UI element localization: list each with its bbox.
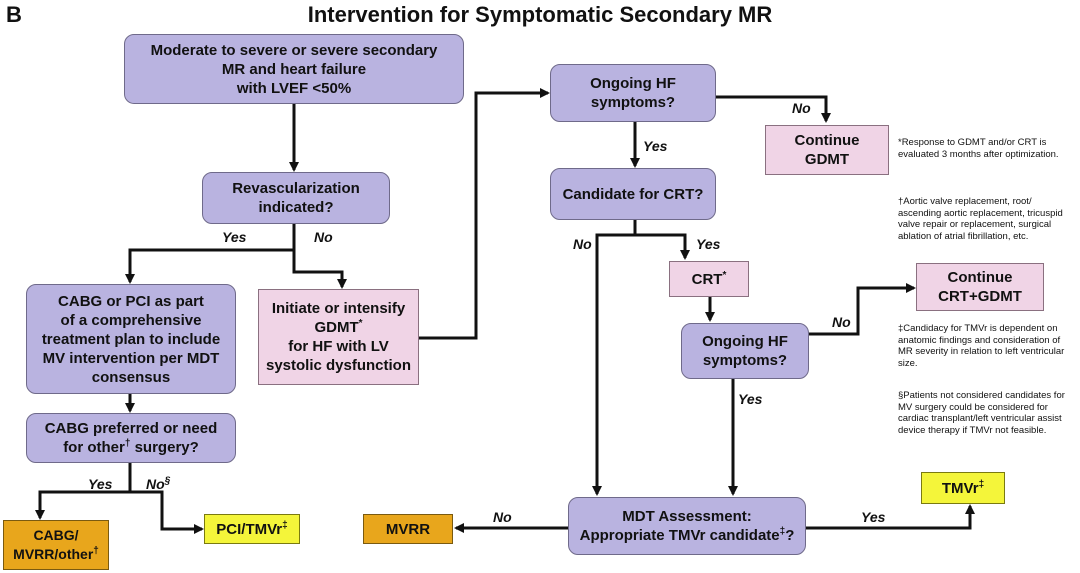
tmvr-box: TMVr‡ [921, 472, 1005, 504]
label-crt-yes: Yes [696, 236, 721, 252]
note-ddagger: ‡Candidacy for TMVr is dependent on anat… [898, 323, 1065, 369]
label-ongoing1-yes: Yes [643, 138, 668, 154]
label-revasc-yes: Yes [222, 229, 247, 245]
label-ongoing2-yes: Yes [738, 391, 763, 407]
continue-gdmt-box: Continue GDMT [765, 125, 889, 175]
note-section: §Patients not considered candidates for … [898, 390, 1065, 436]
arrow-ongoing1-no [716, 95, 831, 123]
arrow-pref-yes [35, 462, 132, 520]
pci-tmvr-box: PCI/TMVr‡ [204, 514, 300, 544]
arrow-crt-yes [635, 233, 690, 260]
label-pref-no: No§ [146, 475, 171, 492]
label-ongoing2-no: No [832, 314, 851, 330]
arrow-revasc-yes [125, 223, 296, 284]
candidate-crt-box: Candidate for CRT? [550, 168, 716, 220]
arrow-initiate-to-ongoing1 [419, 88, 550, 340]
note-star: *Response to GDMT and/or CRT is evaluate… [898, 137, 1059, 160]
note-dagger: †Aortic valve replacement, root/ ascendi… [898, 196, 1063, 242]
label-ongoing1-no: No [792, 100, 811, 116]
label-mdt-no: No [493, 509, 512, 525]
label-revasc-no: No [314, 229, 333, 245]
crt-box: CRT* [669, 261, 749, 297]
cabg-mvrr-box: CABG/MVRR/other† [3, 520, 109, 570]
arrow-crt-no [592, 220, 637, 496]
mvrr-box: MVRR [363, 514, 453, 544]
arrow-pref-no [130, 490, 204, 534]
panel-label: B [6, 2, 22, 27]
label-crt-no: No [573, 236, 592, 252]
mdt-assessment-box: MDT Assessment:Appropriate TMVr candidat… [568, 497, 806, 555]
arrow-ongoing2-no [808, 283, 916, 336]
label-pref-yes: Yes [88, 476, 113, 492]
diagram-title: Intervention for Symptomatic Secondary M… [307, 2, 773, 27]
arrow-mdt-yes [806, 504, 975, 530]
arrow-revasc-no [292, 250, 347, 289]
label-mdt-yes: Yes [861, 509, 886, 525]
